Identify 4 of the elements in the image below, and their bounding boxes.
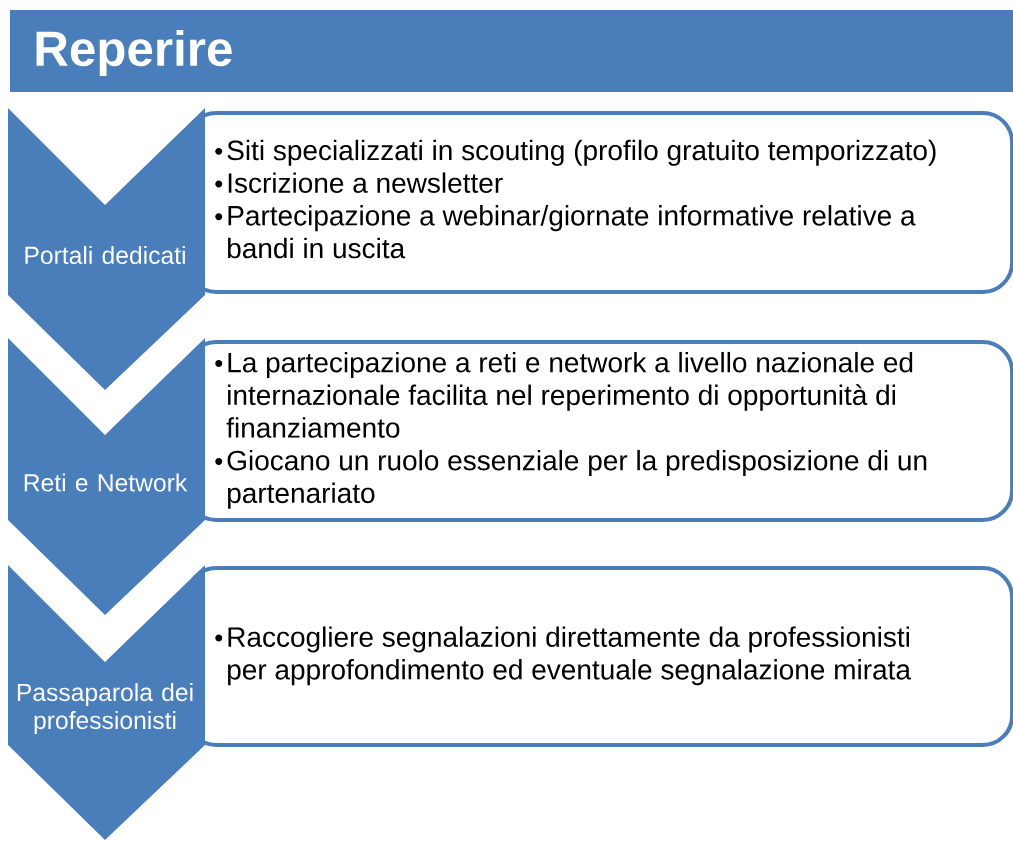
node-label: Reti e Network <box>24 473 188 492</box>
node-label: Portali dedicati <box>25 245 185 265</box>
title-band: Reperire <box>10 10 1013 92</box>
text-box: Siti specializzati in scouting (profilo gratuito temporizzato) Iscrizione a newsletter Partecipazione a webinar/giornate informative relative a bandi in uscita <box>185 111 1013 294</box>
